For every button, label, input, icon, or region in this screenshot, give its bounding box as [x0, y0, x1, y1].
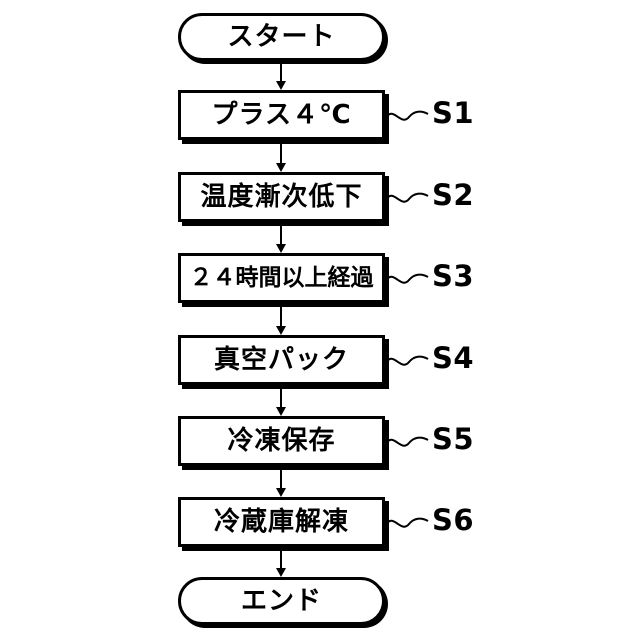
step-ref-label-s3: S3	[432, 258, 475, 293]
arrow-s4-to-s5	[276, 385, 286, 416]
arrow-s2-to-s3	[276, 222, 286, 253]
arrow-s3-to-s4	[276, 303, 286, 335]
arrow-s6-to-end	[276, 547, 286, 577]
flowchart-end-node: エンド	[178, 577, 385, 625]
arrow-s1-to-s2	[276, 140, 286, 172]
squiggle-s6	[385, 517, 429, 528]
flowchart-step-box-s5: 冷凍保存	[178, 416, 385, 466]
squiggle-s4	[385, 355, 429, 366]
step-s4-label: 真空パック	[213, 345, 349, 375]
step-s2-label: 温度漸次低下	[200, 182, 363, 212]
squiggle-s2	[385, 192, 429, 203]
step-s3-label: ２４時間以上経過	[189, 264, 374, 291]
step-s1-label: プラス４℃	[211, 100, 352, 130]
flowchart-step-box-s1: プラス４℃	[178, 90, 385, 140]
flowchart-step-box-s2: 温度漸次低下	[178, 172, 385, 222]
arrow-start-to-s1	[276, 61, 286, 90]
step-s5-label: 冷凍保存	[227, 426, 336, 456]
step-s6-label: 冷蔵庫解凍	[213, 507, 349, 537]
step-ref-label-s6: S6	[432, 502, 475, 537]
flowchart-step-box-s6: 冷蔵庫解凍	[178, 497, 385, 547]
flowchart-step-box-s4: 真空パック	[178, 335, 385, 385]
step-ref-label-s4: S4	[432, 340, 475, 375]
flowchart-start-node: スタート	[178, 13, 385, 61]
flowchart-step-box-s3: ２４時間以上経過	[178, 253, 385, 303]
arrow-s5-to-s6	[276, 466, 286, 497]
step-ref-label-s2: S2	[432, 177, 475, 212]
squiggle-s5	[385, 436, 429, 447]
squiggle-s3	[385, 273, 429, 284]
start-label: スタート	[227, 22, 336, 52]
squiggle-s1	[385, 110, 429, 121]
step-ref-label-s5: S5	[432, 421, 475, 456]
step-ref-label-s1: S1	[432, 95, 475, 130]
end-label: エンド	[240, 586, 322, 616]
